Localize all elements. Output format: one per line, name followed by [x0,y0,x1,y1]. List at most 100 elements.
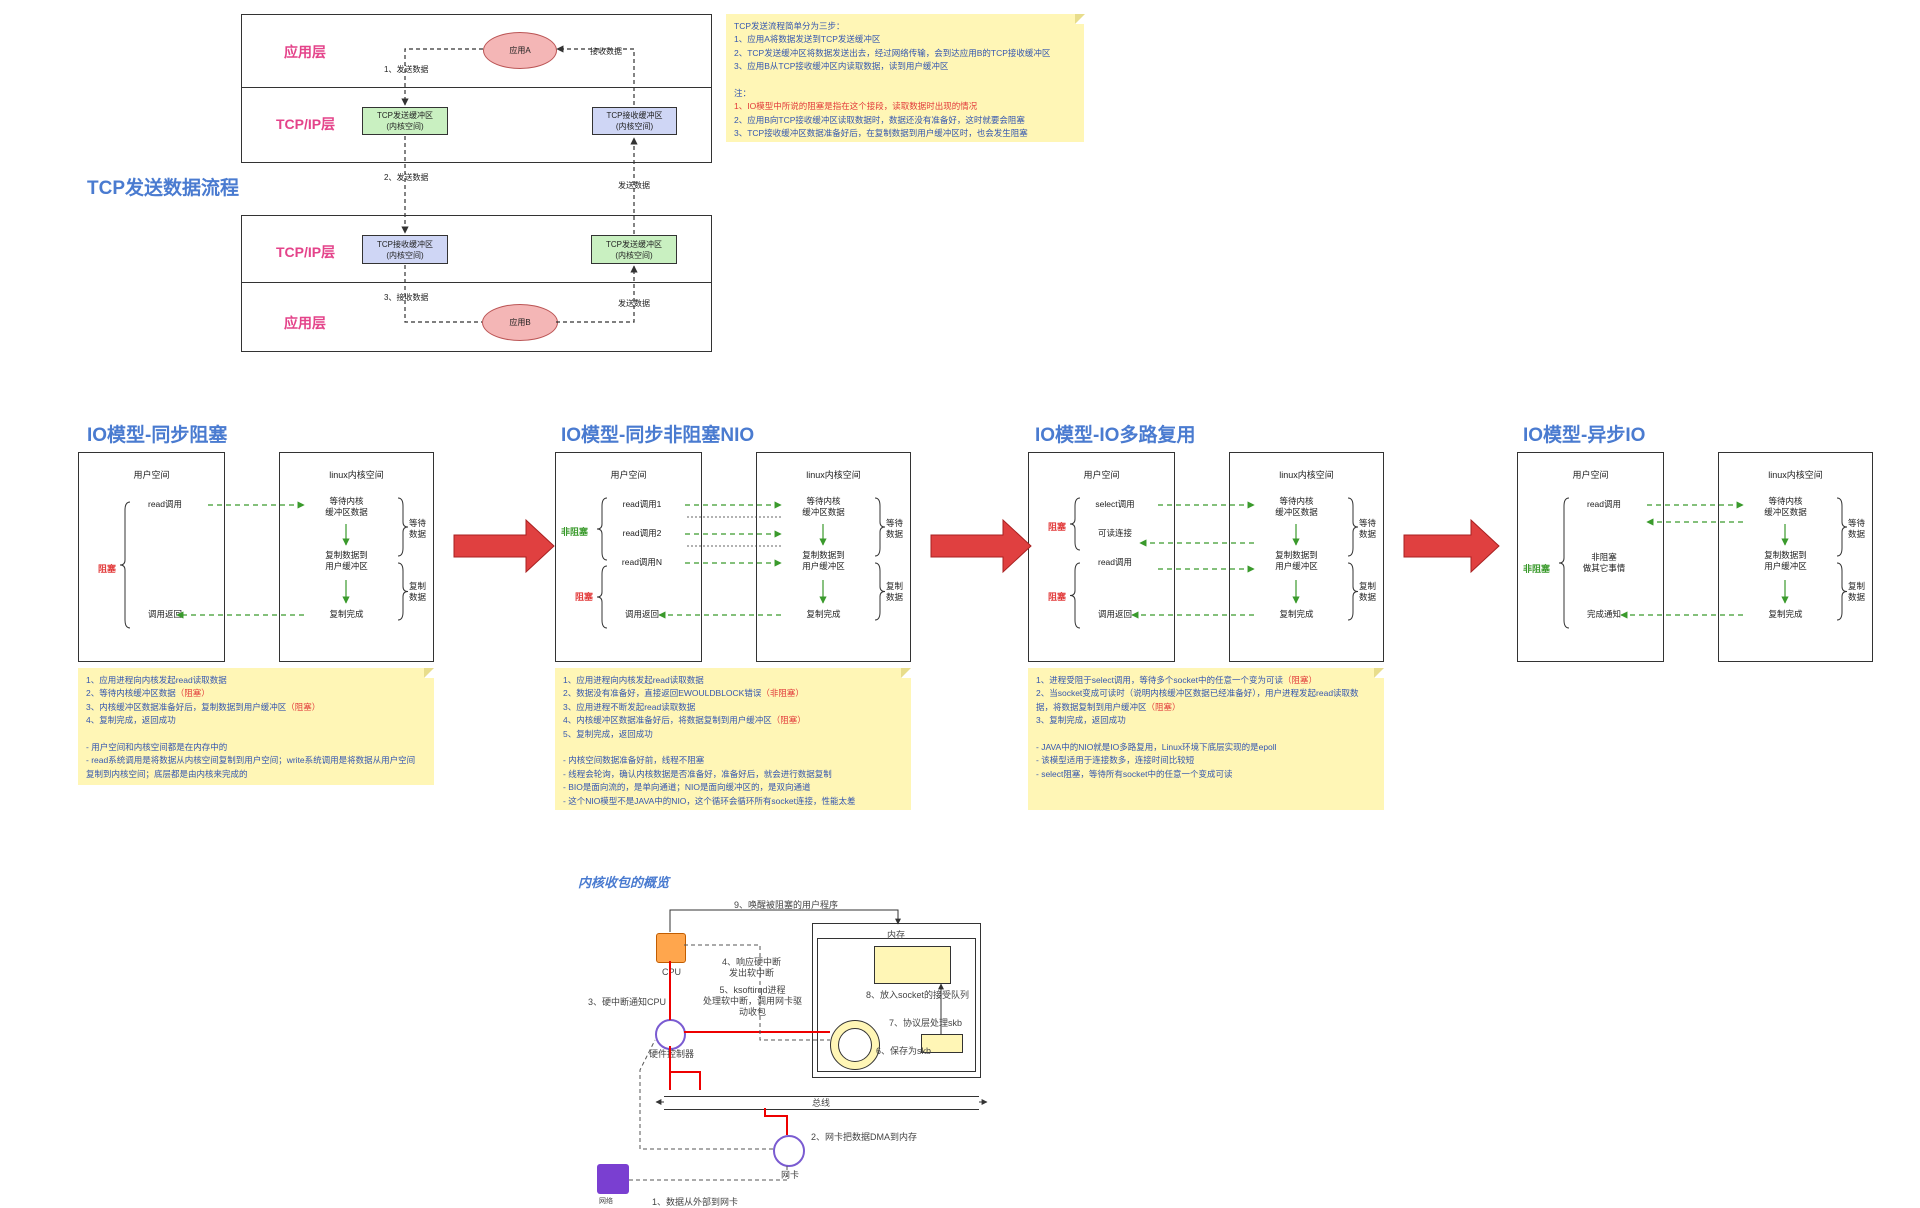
user-space-box: 用户空间 [78,452,225,662]
io-note-line: - select阻塞，等待所有socket中的任意一个变成可读 [1036,768,1376,781]
io-note-text: - 该模型适用于连接数多，连接时间比较短 [1036,755,1195,766]
tcp-note-line: 注： [734,88,752,99]
io-note-red-text: （阻塞） [771,715,806,726]
user-step: read调用N [621,557,663,567]
wait-brace [397,497,409,557]
bottom-app-layer-label: 应用层 [284,315,326,331]
copy-brace [397,562,409,621]
io-note: 1、进程受阻于select调用，等待多个socket中的任意一个变为可读（阻塞）… [1028,668,1384,810]
user-space-box: 用户空间 [555,452,702,662]
user-step: read调用2 [622,528,662,538]
user-space-box: 用户空间 [1517,452,1664,662]
tcp-note-line: 2、TCP发送缓冲区将数据发送出去，经过网络传输，会到达应用B的TCP接收缓冲区 [734,47,1051,58]
io-note-text: - JAVA中的NIO就是IO多路复用，Linux环境下底层实现的是epoll [1036,742,1277,753]
recv-data-label: 接收数据 [590,47,622,56]
app-b-node: 应用B [482,304,558,341]
user-space-label: 用户空间 [1083,470,1120,480]
kernel-space-label: linux内核空间 [1279,470,1334,480]
socket-queue-box [874,946,951,984]
tcp-note-fold [1075,14,1085,24]
io-note-text: - read系统调用是将数据从内核空间复制到用户空间；write系统调用是将数据… [86,755,416,766]
io-note-text: 据，将数据复制到用户缓冲区 [1036,701,1147,712]
io-note-line: 3、复制完成，返回成功 [1036,714,1376,727]
bottom-send-label: 发送数据 [618,299,650,308]
io-note-text: 1、应用进程向内核发起read读取数据 [563,675,704,685]
io-note-fold [424,668,434,678]
tcp-path-recv-to-b [404,265,482,323]
user-space-label: 用户空间 [1572,470,1609,480]
io-note-line: 2、数据没有准备好，直接返回EWOULDBLOCK错误（非阻塞） [563,687,903,700]
kernel-step: 等待内核 缓冲区数据 [1764,496,1807,517]
user-step: 调用返回 [1097,609,1132,619]
kernel-step: 复制完成 [806,609,841,619]
io-note-line: 5、复制完成，返回成功 [563,728,903,741]
nonblock-brace [596,497,608,561]
io-note-text: 1、进程受阻于select调用，等待多个socket中的任意一个变为可读 [1036,675,1284,685]
io-note-text: 2、当socket变成可读时（说明内核缓冲区数据已经准备好），用户进程发起rea… [1036,688,1359,699]
block-brace [596,565,608,629]
block-brace [1069,497,1081,551]
io-model-title: IO模型-同步非阻塞NIO [561,425,755,446]
cpu-icon [656,933,686,963]
wait-brace [1347,497,1359,557]
user-space-label: 用户空间 [133,470,170,480]
kernel-step: 复制数据到 用户缓冲区 [325,550,368,571]
io-note-text: - select阻塞，等待所有socket中的任意一个变成可读 [1036,768,1233,779]
kernel-step: 复制完成 [1768,609,1803,619]
top-tcp-layer-label: TCP/IP层 [276,116,336,132]
network-icon [597,1164,629,1194]
nic-label: 网卡 [781,1170,800,1180]
memory-inner-box [817,938,976,1072]
copy-brace [1347,562,1359,621]
io-note-line: - read系统调用是将数据从内核空间复制到用户空间；write系统调用是将数据… [86,754,426,767]
step5-label: 5、ksoftirqd进程 处理软中断，调用网卡驱 动收包 [703,985,803,1017]
app-a-node: 应用A [483,32,557,69]
step4-label: 4、响应硬中断 发出软中断 [722,957,782,978]
nonblock-brace [1558,497,1570,629]
tcp-path-b-to-send [556,265,638,323]
io-note-text: 4、复制完成，返回成功 [86,715,176,726]
kernel-step: 复制数据到 用户缓冲区 [1764,550,1807,571]
bus-label: 总线 [812,1098,831,1108]
top-recv-buffer: TCP接收缓冲区 (内核空间) [592,107,677,135]
copy-data-label: 复制 数据 [1359,581,1377,602]
io-note-text: 3、复制完成，返回成功 [1036,715,1126,726]
io-note-text: 5、复制完成，返回成功 [563,728,653,739]
io-note-line: 据，将数据复制到用户缓冲区（阻塞） [1036,701,1376,714]
user-step: select调用 [1095,499,1135,509]
bottom-send-buffer: TCP发送缓冲区 (内核空间) [591,235,677,264]
io-note-line: - 内核空间数据准备好前，线程不阻塞 [563,754,903,767]
next-model-arrow [930,518,1032,574]
io-note-text: 3、应用进程不断发起read读取数据 [563,701,696,712]
io-note-text: - 这个NIO模型不是JAVA中的NIO，这个循环会循环所有socket连接，性… [563,795,856,806]
io-note-line: 复制到内核空间；底层都是由内核来完成的 [86,768,426,781]
io-note-text: - 线程会轮询，确认内核数据是否准备好，准备好后，就会进行数据复制 [563,768,832,779]
io-note-red-text: （非阻塞） [761,688,804,699]
tcp-path-a-to-send [401,48,483,106]
io-note-line: - 用户空间和内核空间都是在内存中的 [86,741,426,754]
io-model-title: IO模型-异步IO [1523,425,1646,446]
tcp-note-line: 2、应用B向TCP接收缓冲区读取数据时，数据还没有准备好，这时就要会阻塞 [734,114,1025,125]
io-note-text: 4、内核缓冲区数据准备好后，将数据复制到用户缓冲区 [563,715,772,726]
io-note-line: 1、应用进程向内核发起read读取数据 [563,674,903,687]
user-step: read调用 [147,499,182,509]
tcp-note-line: TCP发送流程简单分为三步： [734,21,845,31]
side-state-label: 阻塞 [98,564,117,574]
io-note-fold [901,668,911,678]
tcp-note-line: 3、应用B从TCP接收缓冲区内读取数据，读到用户缓冲区 [734,61,949,72]
user-space-label: 用户空间 [610,470,647,480]
kernel-step: 复制完成 [329,609,364,619]
wait-data-label: 等待 数据 [886,518,904,539]
io-note-text: - 用户空间和内核空间都是在内存中的 [86,742,228,753]
tcp-bottom-panel [241,215,712,352]
tcp-note-line: 1、IO模型中所说的阻塞是指在这个接段，读取数据时出现的情况 [734,101,978,112]
top-app-layer-label: 应用层 [284,44,326,60]
user-step: 非阻塞 做其它事情 [1582,552,1626,573]
step9-label: 9、唤醒被阻塞的用户程序 [734,900,839,910]
copy-data-label: 复制 数据 [886,581,904,602]
next-model-arrow [453,518,555,574]
nic-icon [773,1135,805,1167]
user-space-box: 用户空间 [1028,452,1175,662]
io-note-red-text: （阻塞） [1146,701,1181,712]
io-note-line: 1、进程受阻于select调用，等待多个socket中的任意一个变为可读（阻塞） [1036,674,1376,687]
